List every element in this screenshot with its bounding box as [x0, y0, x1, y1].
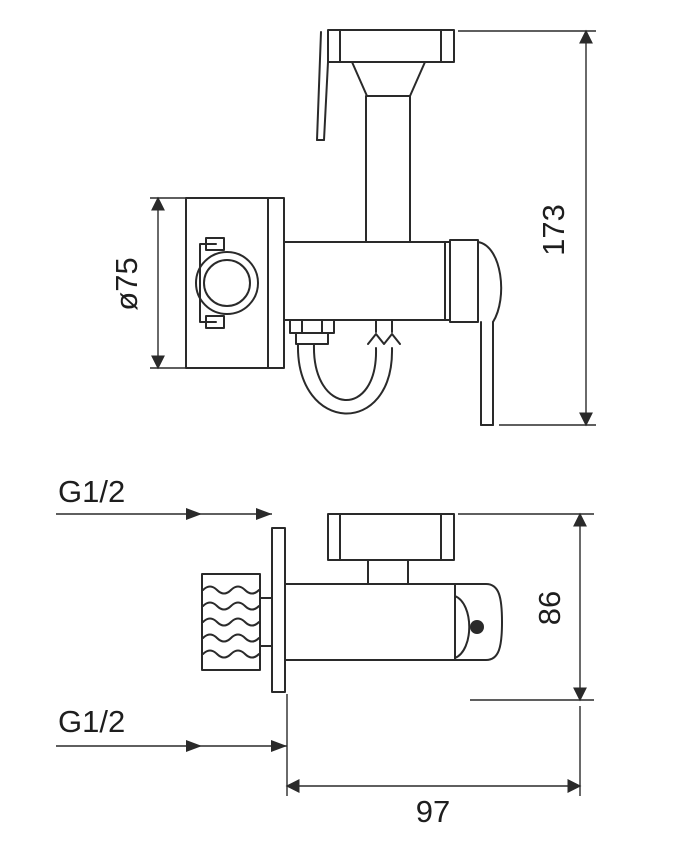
dim-label-inlet-thread: G1/2: [58, 474, 125, 509]
flange-circle-outer: [195, 251, 259, 315]
hose-break-symbol: [367, 333, 401, 345]
hose-nut: [289, 319, 335, 345]
leader-arrow: [271, 740, 287, 752]
leader-arrow: [256, 508, 272, 520]
sprayer-head-plan: [327, 513, 455, 561]
top-view-dimensions: G1/2 G1/2 86 97: [56, 474, 594, 829]
flange-circle-inner: [203, 259, 251, 307]
leader-arrow: [186, 508, 202, 520]
dim-label-body-depth: 86: [532, 591, 567, 625]
holder-arc-plan: [454, 595, 471, 659]
flange-bracket: [199, 243, 217, 323]
wall-plate: [267, 197, 285, 369]
wall-plate-plan: [271, 527, 286, 693]
holder-hook: [477, 241, 503, 323]
dim-label-outlet-thread: G1/2: [58, 704, 125, 739]
sprayer-neck-plan: [367, 559, 409, 585]
valve-body: [283, 241, 451, 321]
sprayer-handle: [365, 95, 411, 243]
leader-arrow: [186, 740, 202, 752]
sprayer-head: [327, 29, 455, 63]
hose-loop: [296, 319, 401, 415]
dim-label-overall-height: 173: [536, 204, 571, 256]
holder-cap-plan: [454, 583, 503, 661]
threaded-inlet: [201, 573, 273, 671]
top-view: [201, 513, 503, 693]
spray-button-dot: [470, 620, 484, 634]
front-view-dimensions: ø75 173: [109, 29, 596, 427]
sprayer-holder: [449, 239, 479, 323]
dim-label-body-width: 97: [416, 794, 450, 829]
front-view: [185, 29, 503, 426]
mounting-flange: [185, 197, 269, 369]
valve-body-plan: [284, 583, 456, 661]
trigger-lever: [316, 31, 329, 141]
sprayer-neck: [351, 61, 426, 97]
dim-label-diameter: ø75: [109, 257, 144, 310]
